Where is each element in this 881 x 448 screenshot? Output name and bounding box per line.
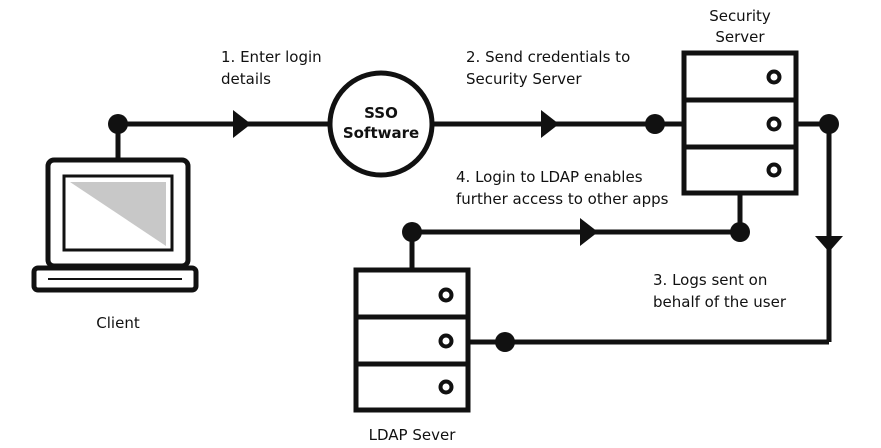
client-laptop-icon <box>31 157 199 293</box>
client-label: Client <box>96 314 140 332</box>
sso-software-node: SSO Software <box>327 70 435 178</box>
dot-client <box>108 114 128 134</box>
step1-label-line2: details <box>221 70 271 88</box>
security-server-label-line1: Security <box>709 7 771 25</box>
security-server-icon <box>681 50 799 196</box>
step3-label-line1: 3. Logs sent on <box>653 271 767 289</box>
step4-label-line2: further access to other apps <box>456 190 669 208</box>
sso-label-line2: Software <box>343 124 419 142</box>
arrow-step4 <box>580 218 598 246</box>
dot-security-in <box>645 114 665 134</box>
dot-ldap-access-right <box>730 222 750 242</box>
step2-label-line2: Security Server <box>466 70 582 88</box>
ldap-server-icon <box>353 267 471 413</box>
security-server-label-line2: Server <box>715 28 765 46</box>
arrow-step2 <box>541 110 559 138</box>
step4-label-line1: 4. Login to LDAP enables <box>456 168 643 186</box>
client-screen-glare <box>70 182 166 246</box>
dot-ldap-access-left <box>402 222 422 242</box>
ldap-server-leds <box>438 287 454 395</box>
sso-label-line1: SSO <box>364 104 398 122</box>
arrow-step1 <box>233 110 251 138</box>
security-server-leds <box>766 69 782 178</box>
ldap-server-label: LDAP Sever <box>369 426 457 444</box>
step1-label-line1: 1. Enter login <box>221 48 322 66</box>
arrow-step3 <box>815 236 843 252</box>
step3-label-line2: behalf of the user <box>653 293 787 311</box>
junction-dots <box>108 114 839 352</box>
dot-ldap-in <box>495 332 515 352</box>
arrow-heads <box>233 110 843 252</box>
step2-label-line1: 2. Send credentials to <box>466 48 630 66</box>
dot-security-out <box>819 114 839 134</box>
